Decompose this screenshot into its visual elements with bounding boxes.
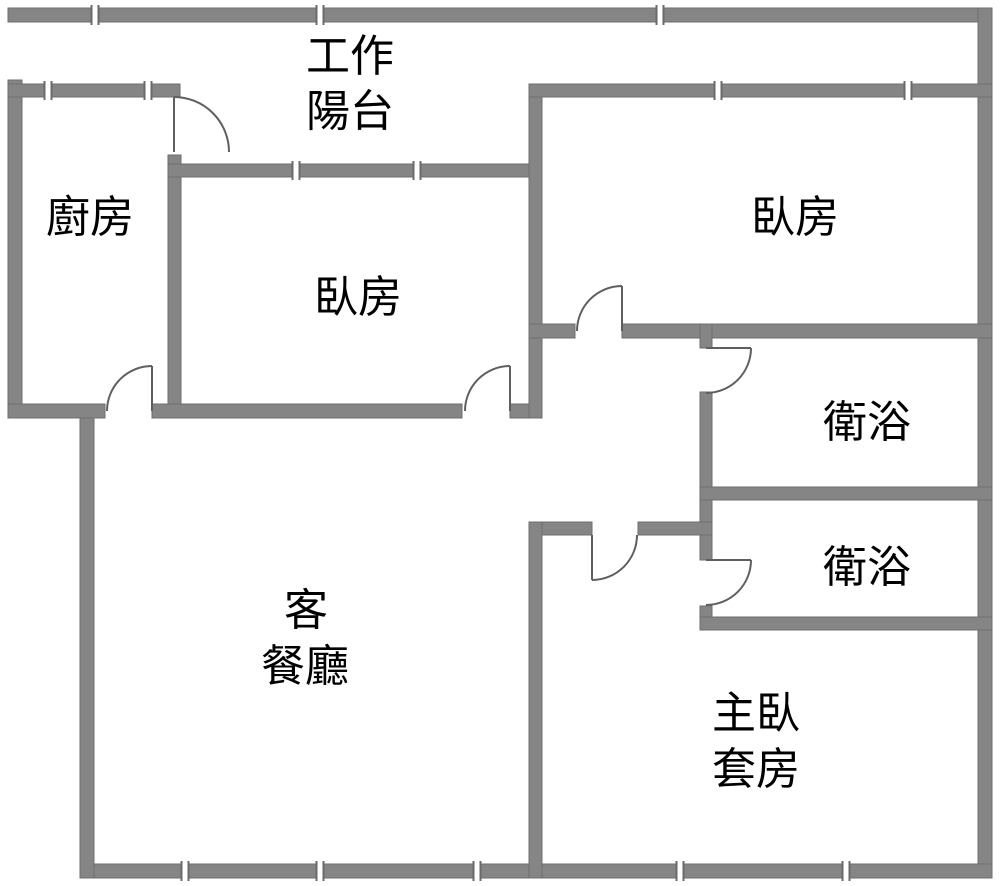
wall-bedroom-right-bottom-right xyxy=(621,323,993,339)
wall-joint-gap xyxy=(905,81,911,100)
wall-joint-gap xyxy=(317,5,323,25)
wall-joint-tick xyxy=(720,81,723,100)
wall-bedroom-center-top xyxy=(167,163,543,178)
wall-joint-tick xyxy=(143,81,146,100)
wall-joint-tick xyxy=(903,81,906,100)
wall-kitchen-top xyxy=(7,83,181,98)
wall-outer-left-upper xyxy=(7,79,23,419)
wall-joint-tick xyxy=(472,861,475,881)
wall-joint-tick xyxy=(322,5,325,25)
wall-joint-tick xyxy=(412,161,415,180)
wall-joint-tick xyxy=(910,81,913,100)
wall-joint-tick xyxy=(675,861,678,881)
wall-joint-tick xyxy=(655,5,658,25)
door-arc-bedroom-right xyxy=(576,285,623,332)
wall-joint-tick xyxy=(315,861,318,881)
wall-joint-tick xyxy=(150,81,153,100)
wall-joint-tick xyxy=(187,861,190,881)
wall-joint-tick xyxy=(97,5,100,25)
room-label-work-balcony-line2: 陽台 xyxy=(306,86,394,137)
wall-joint-gap xyxy=(474,861,480,881)
wall-divider-living-master xyxy=(528,521,543,879)
wall-joint-tick xyxy=(713,81,716,100)
wall-master-top-right xyxy=(637,521,713,536)
wall-outer-top xyxy=(7,7,993,23)
wall-joint-gap xyxy=(293,161,299,180)
wall-outer-left-lower xyxy=(79,403,95,879)
room-label-living-dining-line2: 餐廳 xyxy=(261,641,349,692)
wall-joint-gap xyxy=(715,81,721,100)
door-arc-kitchen-balcony xyxy=(173,96,230,153)
wall-divider-bedrooms xyxy=(528,83,543,419)
room-label-kitchen: 廚房 xyxy=(46,192,134,243)
wall-joint-gap xyxy=(182,861,188,881)
room-label-bedroom-center: 臥房 xyxy=(314,272,402,323)
wall-bathroom-divider xyxy=(699,486,993,501)
walls xyxy=(7,7,993,879)
wall-joint-tick xyxy=(291,161,294,180)
door-arc-bathroom-lower xyxy=(705,559,752,606)
wall-kitchen-right xyxy=(167,154,182,419)
door-arc-bathroom-upper xyxy=(705,347,752,394)
room-label-bathroom-upper: 衛浴 xyxy=(823,397,911,448)
wall-kitchen-bottom-left xyxy=(7,403,106,419)
wall-outer-right xyxy=(977,7,993,879)
wall-bedroom-right-bottom-left xyxy=(528,323,576,339)
doors xyxy=(106,96,752,606)
wall-joint-gap xyxy=(414,161,420,180)
wall-joint-tick xyxy=(43,81,46,100)
wall-bottom-mid xyxy=(151,403,463,419)
room-label-bedroom-right: 臥房 xyxy=(751,192,839,243)
room-label-living-dining-line1: 客 xyxy=(284,585,328,636)
room-label-work-balcony-line1: 工作 xyxy=(306,31,394,82)
wall-joint-gap xyxy=(677,861,683,881)
wall-joint-tick xyxy=(50,81,53,100)
wall-bedroom-right-top xyxy=(528,83,993,98)
wall-joint-tick xyxy=(841,861,844,881)
wall-joint-gap xyxy=(843,861,849,881)
wall-joint-tick xyxy=(322,861,325,881)
wall-joint-gap xyxy=(145,81,151,100)
door-arc-kitchen xyxy=(106,365,153,412)
wall-joint-gap xyxy=(92,5,98,25)
room-label-bathroom-lower: 衛浴 xyxy=(823,542,911,593)
wall-joint-gap xyxy=(45,81,51,100)
room-label-master-suite-line1: 主臥 xyxy=(712,688,800,739)
wall-joint-tick xyxy=(479,861,482,881)
wall-hall-right-upper xyxy=(699,323,713,349)
wall-joint-gap xyxy=(657,5,663,25)
room-labels: 工作 陽台 廚房 臥房 臥房 衛浴 衛浴 客 餐廳 主臥 套房 xyxy=(46,31,911,795)
wall-joint-tick xyxy=(298,161,301,180)
wall-joint-tick xyxy=(180,861,183,881)
wall-joint-tick xyxy=(315,5,318,25)
door-arc-bedroom-center xyxy=(464,365,511,412)
wall-joint-tick xyxy=(90,5,93,25)
wall-joint-tick xyxy=(419,161,422,180)
wall-joint-tick xyxy=(682,861,685,881)
door-arc-master xyxy=(591,534,638,581)
wall-joint-tick xyxy=(848,861,851,881)
wall-joint-gap xyxy=(317,861,323,881)
wall-joint-tick xyxy=(662,5,665,25)
wall-bathroom-lower-bottom xyxy=(699,616,993,631)
wall-joint-marks xyxy=(43,5,913,881)
room-label-master-suite-line2: 套房 xyxy=(712,744,800,795)
